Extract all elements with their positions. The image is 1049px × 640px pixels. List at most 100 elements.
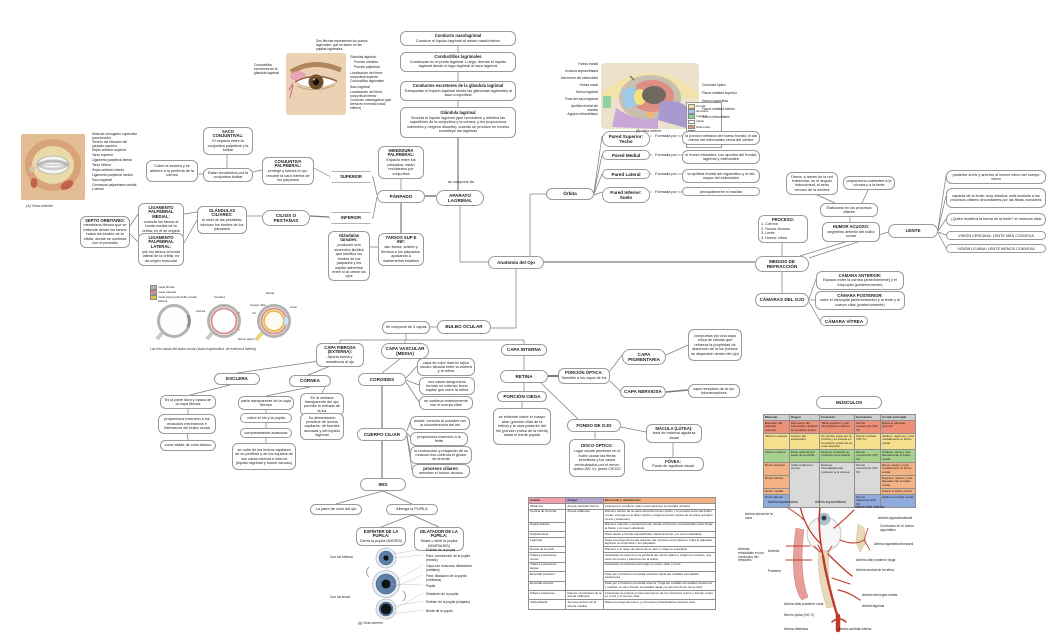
cuerpo-ciliar[interactable]: CUERPO CILIAR <box>357 428 407 441</box>
se-compone-3-capas[interactable]: Se compone de 3 capas <box>382 321 430 334</box>
cilios-pestanas[interactable]: CILIOS O PESTAÑAS <box>262 210 310 226</box>
disco-optico[interactable]: DISCO ÓPTICO:Lugar donde penetran en el … <box>569 439 625 477</box>
pared-medial-desc[interactable]: el hueso etmoides, con aportes del front… <box>682 150 760 164</box>
flow-conducto-nasolagrimal-text: Conduce el líquido lagrimal al meato nas… <box>415 38 501 43</box>
bulbo-ocular[interactable]: BULBO OCULAR <box>437 320 491 334</box>
pared-inferior-desc[interactable]: principalmente el maxilar <box>682 187 760 197</box>
lente[interactable]: LENTE <box>888 224 938 238</box>
camara-vitrea[interactable]: CÁMARA VÍTREA <box>820 316 868 327</box>
humor-funcion[interactable]: proporciona nutrientes a la córnea y a l… <box>843 176 895 190</box>
glandulas-ciliares[interactable]: GLÁNDULAS CILIARES:al nivel de las pesta… <box>197 206 247 235</box>
coroides-desc-2-text: sus vasos sanguíneos forman un extenso l… <box>425 379 469 393</box>
procesos-ciliares[interactable]: procesos ciliares:secretan el humor acuo… <box>412 464 470 479</box>
capa-pigmentaria[interactable]: CAPA PIGMENTARIA <box>622 349 666 365</box>
septo-orbitario[interactable]: SEPTO ORBITARIO:membrana fibrosa que se … <box>80 216 130 249</box>
hendidura-palpebral[interactable]: HENDIDURA PALPEBRAL:Espacio entre los pá… <box>378 146 424 179</box>
iris-pupila[interactable]: Alberga la PUPILA <box>386 504 438 515</box>
coroides-desc-3[interactable]: se continúa anteriormente con el cuerpo … <box>419 396 473 410</box>
pared-lateral-desc[interactable]: la apófisis frontal del cigomático y el … <box>682 169 760 183</box>
flow-conductillos-lagrimales-title: Conductillos lagrimales <box>434 54 482 60</box>
retina[interactable]: RETINA <box>500 370 548 383</box>
porcion-ciega[interactable]: PORCIÓN CIEGA <box>497 391 547 402</box>
humor-drenaje[interactable]: Drena, a través de la red trabecular, en… <box>786 172 838 195</box>
humor-acuoso[interactable]: HUMOR ACUOSO:segmento anterior del bulbo… <box>822 222 880 242</box>
cuerpo-ciliar-desc-2[interactable]: proporciona inserción a la lente <box>410 432 468 446</box>
humor-origen[interactable]: Elaborado en los procesos ciliares <box>820 203 878 217</box>
lente-musculo-ciliar[interactable]: ¿Quién modifica la forma de la lente? el… <box>946 213 1046 226</box>
cornea-desc-3[interactable]: completamente avascular <box>240 428 292 438</box>
iris-pupila-text: Alberga la PUPILA <box>396 507 428 512</box>
pared-inferior[interactable]: Pared Inferior: Suelo <box>602 187 650 203</box>
cornea-desc-1[interactable]: parte transparente de la capa fibrosa <box>238 396 294 410</box>
cuerpo-ciliar-desc-3[interactable]: la contracción y relajación de su múscul… <box>410 446 472 465</box>
camara-posterior-text: entre el iris/pupila (anteriormente) y l… <box>820 298 900 307</box>
lente-posicion[interactable]: posterior al iris y anterior al humor ví… <box>946 170 1046 184</box>
pared-medial[interactable]: Pared Medial <box>602 150 650 161</box>
capa-vascular[interactable]: CAPA VASCULAR (MEDIA) <box>381 343 429 359</box>
pared-superior-desc[interactable]: la porción orbitaria del hueso frontal; … <box>682 131 760 145</box>
anterior-label-comisuras: Comisuras palpebrales medial y lateral <box>92 183 137 191</box>
anterior-label-tarso-inf: Tarso inferior <box>92 163 112 167</box>
esclera-desc-2[interactable]: proporciona inserción a los músculos ext… <box>158 414 216 434</box>
artery-label-ciliar-post-corta: Arteria ciliar posterior corta <box>784 602 824 606</box>
musculos-title[interactable]: MÚSCULOS <box>816 396 882 409</box>
cornea-desc-4[interactable]: se nutre de los lechos capilares de su p… <box>232 443 296 470</box>
tarsos-sup-inf[interactable]: TARSOS SUP E INF:dan forma, sostén y fir… <box>378 233 424 266</box>
lente-capsula[interactable]: cápsula de la lente: muy elástica; está … <box>946 188 1046 208</box>
ligamento-palpebral-lateral[interactable]: LIGAMENTO PALPEBRAL LATERAL:une los tar­… <box>138 233 184 266</box>
capa-interna[interactable]: CAPA INTERNA <box>501 344 547 356</box>
flow-conductos-excretores[interactable]: Conductos excretores de la glándula lagr… <box>400 81 516 101</box>
capa-pigmentaria-desc[interactable]: compuesta por una capa única de células … <box>688 329 742 361</box>
legend-label: Frontal <box>696 103 706 108</box>
camaras-del-ojo[interactable]: CÁMARAS DEL OJO <box>755 293 809 307</box>
porcion-optica[interactable]: PORCIÓN ÓPTICA:Sensible a los rayos de l… <box>558 368 610 384</box>
orbita[interactable]: Órbita <box>546 188 594 200</box>
chevron-superior[interactable]: SUPERIOR <box>329 171 373 183</box>
fovea[interactable]: FÓVEA:Punto de agudeza visual <box>642 457 704 472</box>
porcion-ciega-desc[interactable]: se extiende sobre el cuerpo ciliar (porc… <box>493 408 551 445</box>
coroides-desc-2[interactable]: sus vasos sanguíneos forman un extenso l… <box>419 377 475 396</box>
coroides-desc-1[interactable]: capa de color marrón rojizo oscuro situa… <box>417 358 475 377</box>
table-cell: Recto superior <box>763 462 790 477</box>
iris-color[interactable]: La parte de color del ojo <box>310 504 362 515</box>
saco-conjuntival[interactable]: SACO CONJUNTIVAL:El espacio entre la con… <box>203 127 253 156</box>
lente-vision-lejana[interactable]: VISIÓN LEJANA: LENTE MENOS CONVEXA <box>946 244 1046 254</box>
capa-fibrosa[interactable]: CAPA FIBROSA (EXTERNA):Aporta forma y re… <box>316 343 364 367</box>
esclera-desc-3[interactable]: zona visible de color blanco <box>160 440 216 451</box>
esclera-desc-1[interactable]: Es la parte dura y opaca de la capa fibr… <box>160 395 216 409</box>
fondo-de-ojo[interactable]: FONDO DE OJO <box>567 419 621 432</box>
aparato-lagrimal[interactable]: APARATO LAGRIMAL <box>436 190 484 206</box>
conjuntiva-bulbar[interactable]: Cubre la esclera y se adhiere a la perif… <box>146 160 198 182</box>
orbita-title: Órbita <box>563 191 577 197</box>
legend-item: Capa vascular <box>150 290 198 295</box>
capa-nerviosa-desc[interactable]: capa receptora de la luz: fotorreceptore… <box>688 384 740 398</box>
cornea-alimentacion[interactable]: Su alimentación proviene de lechos capil… <box>300 413 344 441</box>
camara-posterior[interactable]: CÁMARA POSTERIOR:entre el iris/pupila (a… <box>815 291 905 310</box>
pared-lateral[interactable]: Pared Lateral <box>602 169 650 180</box>
macula-lutea[interactable]: MÁCULA (LÚTEA):área de máxima agudeza vi… <box>646 424 702 443</box>
medios-de-refraccion[interactable]: MEDIOS DE REFRACCIÓN <box>755 256 809 272</box>
cornea-ventana[interactable]: Es la ventana transparente del ojo; perm… <box>300 393 344 416</box>
chevron-inferior[interactable]: INFERIOR <box>329 212 373 224</box>
cornea[interactable]: CÓRNEA <box>289 375 331 387</box>
camara-anterior[interactable]: CÁMARA ANTERIOR:Espacio entre la córnea … <box>816 271 904 290</box>
esfinter-pupila[interactable]: ESFÍNTER DE LA PUPILA:Cierra la pupila (… <box>356 527 406 547</box>
cuerpo-ciliar-desc-1[interactable]: anular; conecta la coroides con la circu… <box>410 416 470 430</box>
conjuntiva-palpebral[interactable]: CONJUNTIVA PALPEBRAL:protege y lubrica e… <box>262 157 314 186</box>
lente-vision-cercana[interactable]: VISIÓN CERCANA: LENTE MÁS CONVEXA <box>946 231 1046 241</box>
glandulas-tarsales[interactable]: Glándulas tarsales:producen una secreció… <box>328 231 370 282</box>
coroides[interactable]: COROIDES <box>358 373 406 386</box>
parpado[interactable]: PÁRPADO <box>377 190 425 203</box>
proceso-refraccion[interactable]: PROCESO:1. Córnea 2. Humor Acuoso 3. Len… <box>758 215 808 243</box>
iris[interactable]: IRIS <box>360 478 406 491</box>
recubiertos-conjuntiva[interactable]: Están recubiertos por la conjuntiva bulb… <box>203 168 253 182</box>
esclera[interactable]: ESCLERA <box>214 373 260 385</box>
pared-superior[interactable]: Pared Superior: Techo <box>602 131 650 147</box>
dilatador-pupila[interactable]: DILATADOR DE LA PUPILA:Dilata o abre la … <box>414 527 464 551</box>
capa-nerviosa[interactable]: CAPA NERVIOSA <box>620 386 666 398</box>
anatomia-del-ojo[interactable]: Anatomía del Ojo <box>488 256 544 269</box>
cornea-desc-2[interactable]: cubre el iris y la pupila <box>240 413 292 423</box>
